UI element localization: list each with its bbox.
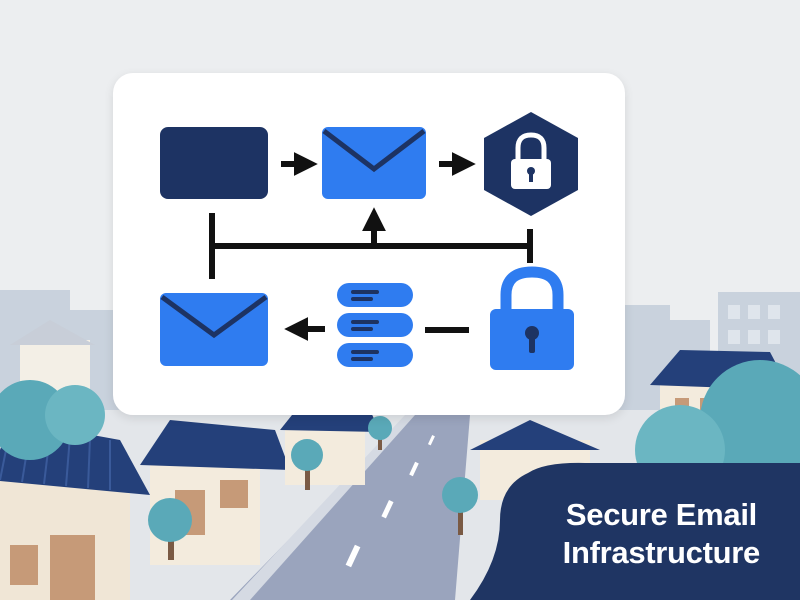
- email-flow-diagram: [160, 112, 578, 370]
- diagram-card: [113, 73, 625, 415]
- source-box: [160, 127, 268, 199]
- padlock-icon: [490, 266, 574, 370]
- envelope-icon: [322, 127, 426, 199]
- title-banner: [470, 462, 800, 600]
- return-connector: [209, 207, 533, 279]
- server-stack-icon: [337, 283, 413, 367]
- envelope-icon: [160, 293, 268, 366]
- lock-hexagon-icon: [484, 112, 578, 216]
